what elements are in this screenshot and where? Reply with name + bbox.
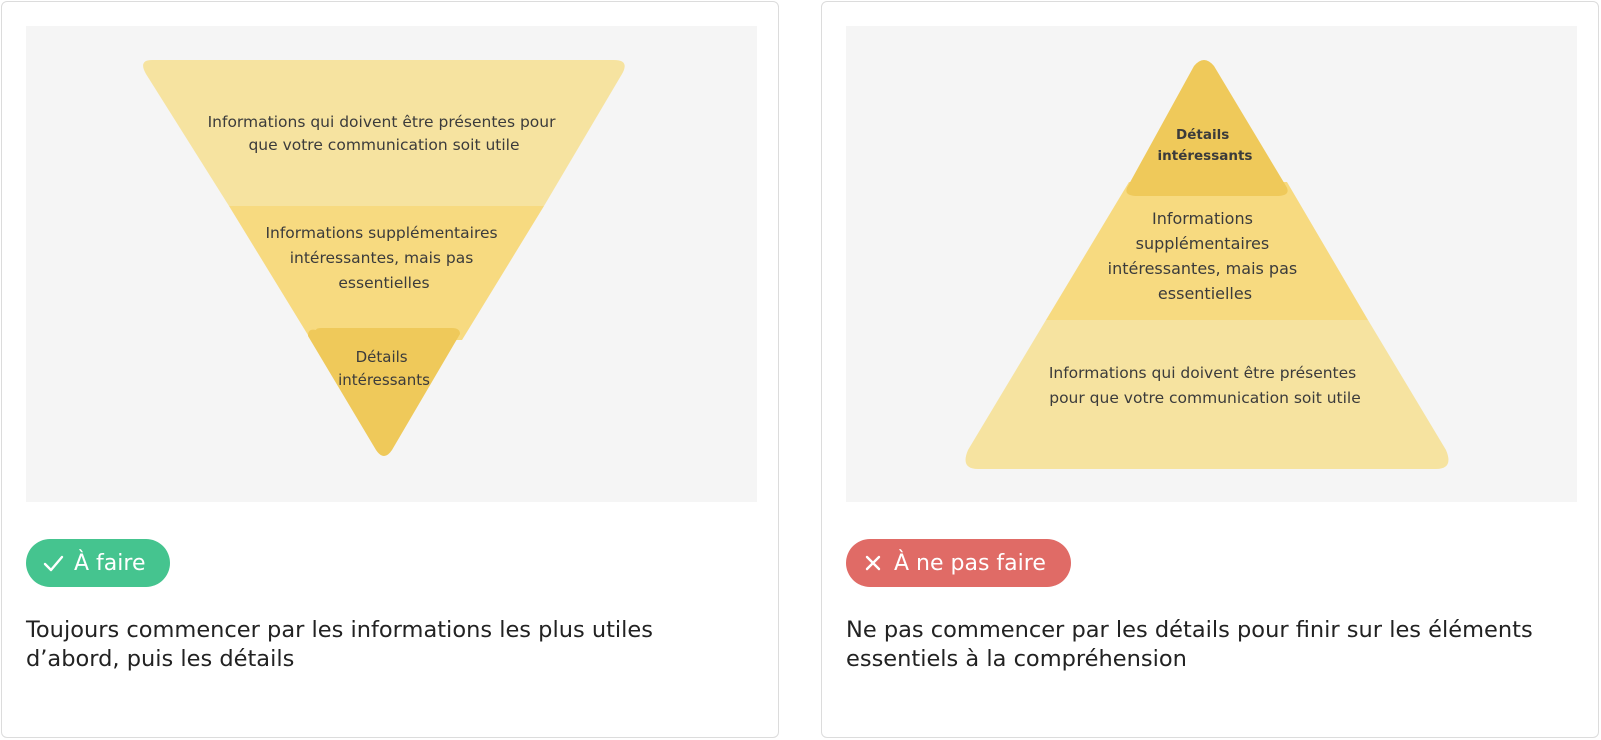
do-badge-label: À faire [74, 550, 146, 576]
pyramid-diagram: Détails intéressants Informations supplé… [846, 26, 1577, 502]
bottom-level-label: Détails intéressants [338, 348, 430, 389]
pyramid-svg: Détails intéressants Informations supplé… [965, 60, 1449, 469]
pyramid-level-top [1126, 60, 1288, 196]
pyramid-level-middle [1046, 182, 1368, 320]
top-level-label: Informations qui doivent être présentes … [208, 113, 561, 154]
middle-level-label: Informations supplémentaires intéressant… [1108, 209, 1303, 303]
top-level-label: Détails intéressants [1158, 127, 1253, 164]
do-card: Informations qui doivent être présentes … [1, 1, 779, 738]
dont-badge: À ne pas faire [846, 539, 1071, 587]
pyramid-level-bottom [965, 320, 1449, 469]
dont-card: Détails intéressants Informations supplé… [821, 1, 1599, 738]
middle-level-label: Informations supplémentaires intéressant… [265, 224, 502, 292]
bottom-level-label: Informations qui doivent être présentes … [1049, 364, 1361, 407]
do-caption: Toujours commencer par les informations … [26, 617, 654, 672]
pyramid-level-middle [229, 206, 544, 340]
pyramid-level-bottom [308, 328, 460, 456]
check-icon [42, 552, 64, 574]
close-icon [862, 552, 884, 574]
inverted-pyramid-svg: Informations qui doivent être présentes … [143, 60, 625, 456]
pyramid-level-top [143, 60, 625, 206]
dont-badge-label: À ne pas faire [894, 550, 1046, 576]
do-badge: À faire [26, 539, 171, 587]
inverted-pyramid-diagram: Informations qui doivent être présentes … [26, 26, 757, 502]
dont-caption: Ne pas commencer par les détails pour fi… [846, 617, 1533, 672]
